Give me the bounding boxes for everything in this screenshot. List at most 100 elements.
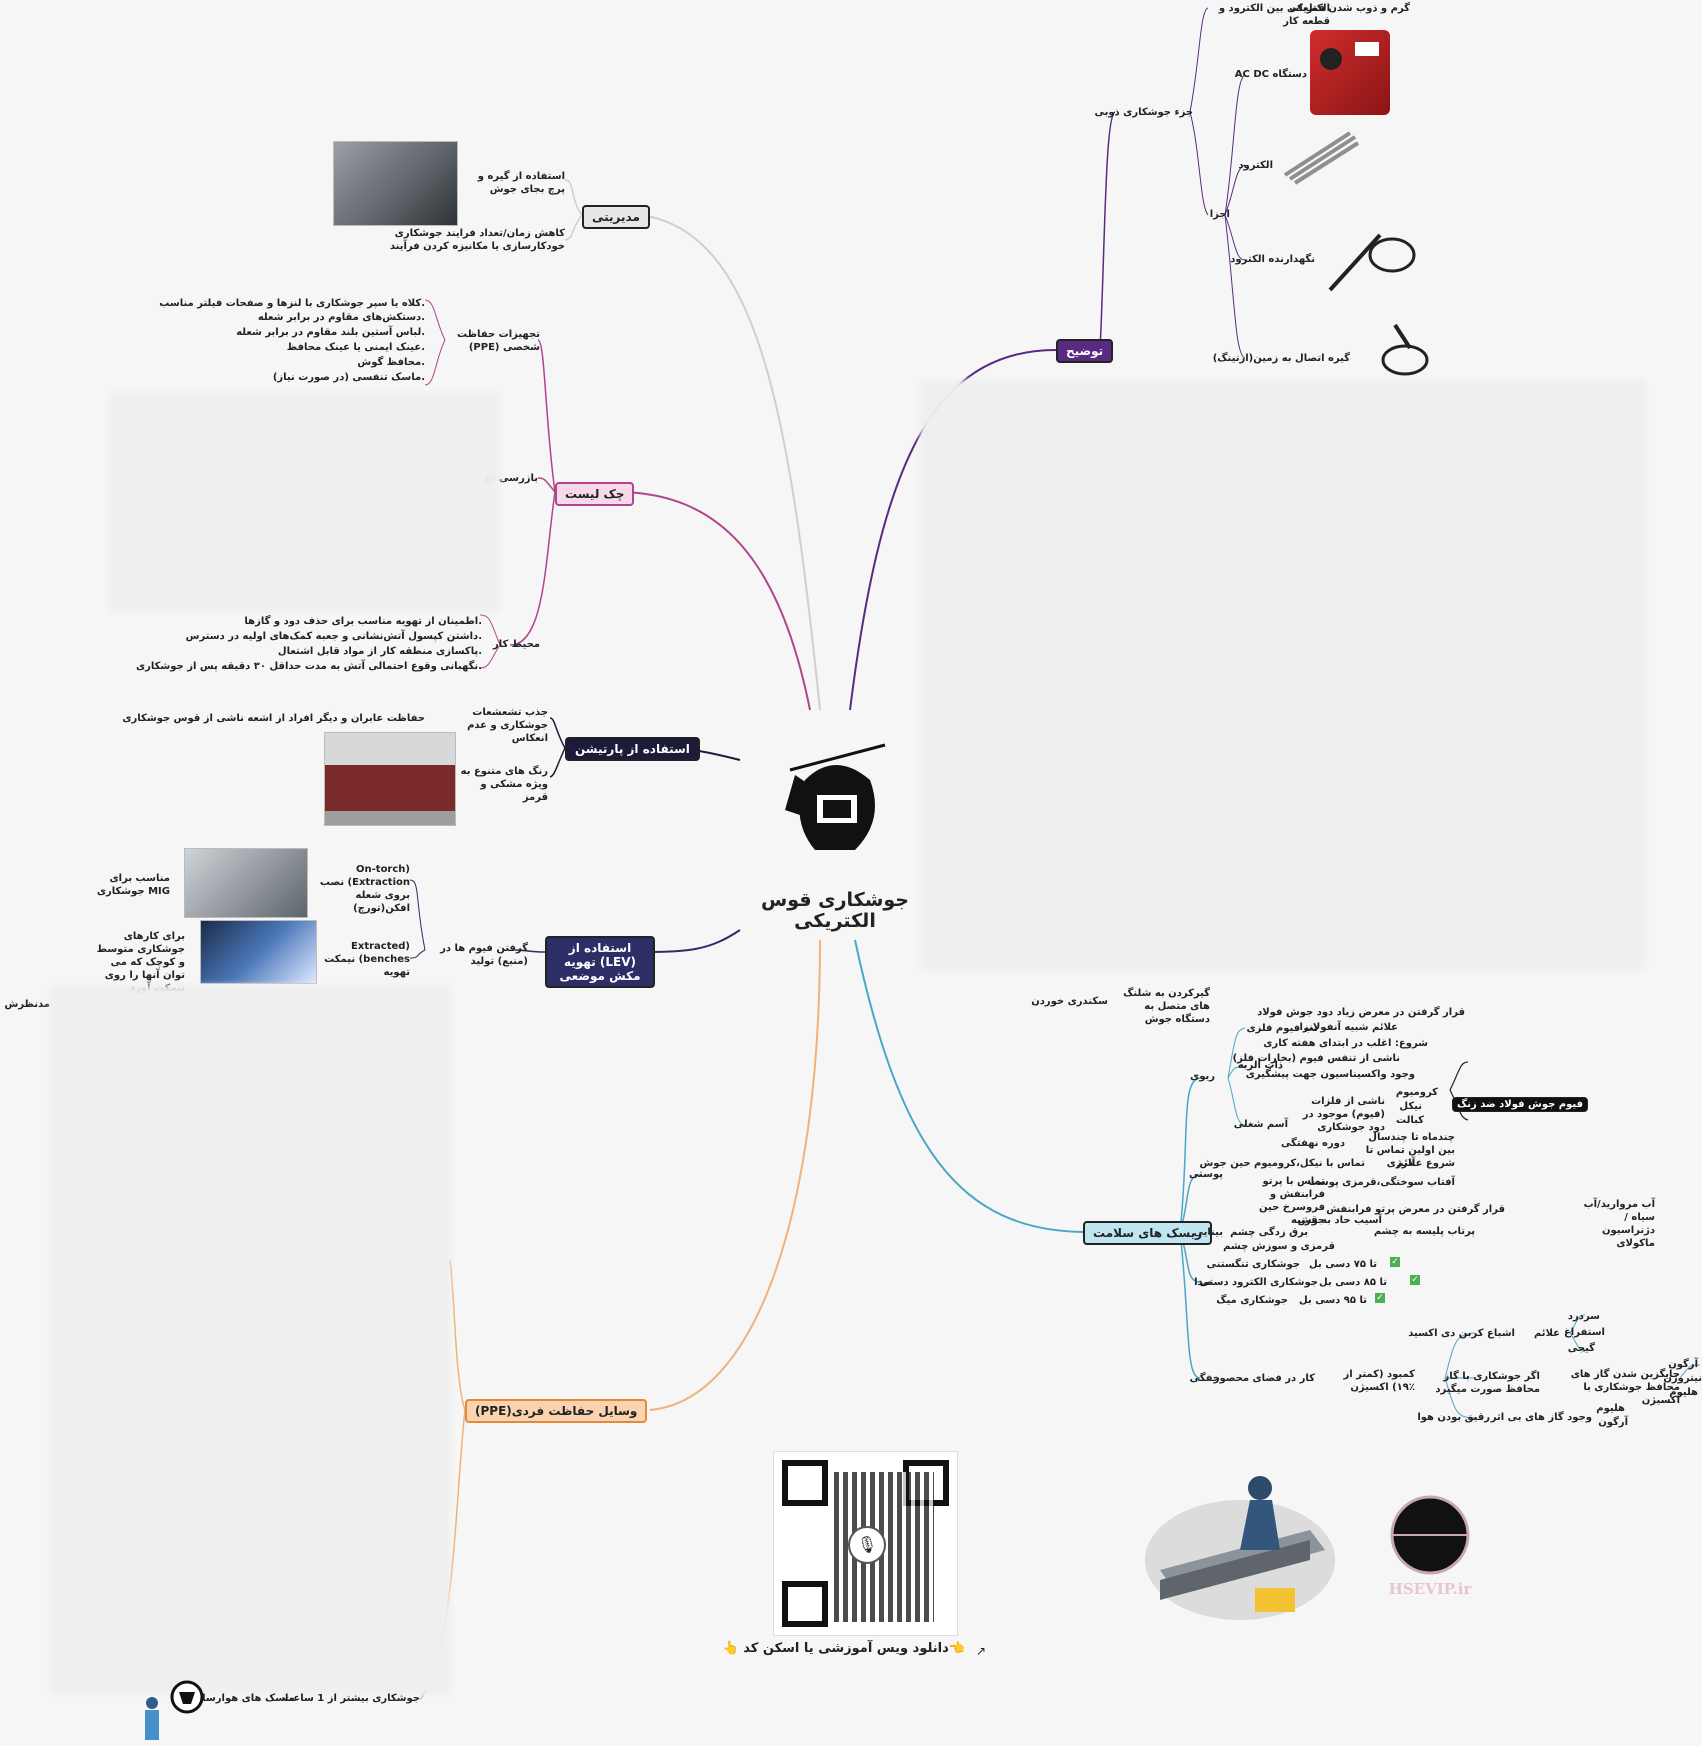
branch-management[interactable]: مدیریتی <box>582 205 650 229</box>
noise-tig-type: جوشکاری تنگستنی <box>1206 1259 1300 1270</box>
respirator-mask-icon <box>170 1680 204 1714</box>
health-eye: بینایی <box>1193 1227 1223 1238</box>
health-pneumonia: ذات الریه <box>1237 1060 1283 1071</box>
electrodes-image <box>1283 131 1360 185</box>
noise-mig-level: تا ۹۵ دسی بل <box>1299 1295 1367 1306</box>
branch-checklist[interactable]: چک لیست <box>555 482 635 506</box>
health-inert-gas-2: آرگون <box>1598 1417 1628 1428</box>
part-ac-dc: دستگاه AC DC <box>1234 69 1307 80</box>
health-cornea-item-1: قرار گرفتن در معرض پرتو فرابنفش <box>1326 1204 1505 1215</box>
description-secondary-note: سکندری خوردن <box>1031 996 1108 1007</box>
description-parts: اجزا <box>1209 209 1230 220</box>
description-intro: جزء جوشکاری ذوبی <box>1094 107 1193 118</box>
health-stainless-label: فیوم جوش فولاد ضد زنگ <box>1452 1097 1589 1112</box>
link-management <box>639 214 821 711</box>
checklist-ppe-item-5: .محافظ گوش <box>357 357 425 368</box>
torch-extraction-photo <box>184 848 308 918</box>
health-symptoms: علائم <box>1533 1328 1560 1339</box>
qr-code[interactable]: 🎙 <box>773 1451 958 1636</box>
worker-icon <box>145 1697 159 1740</box>
health-confined: کار در فضای محصور <box>1213 1373 1315 1384</box>
health-lung: ریوی <box>1190 1071 1215 1082</box>
check-icon: ✓ <box>1410 1275 1420 1285</box>
checklist-workplace-item-4: .نگهبانی وقوع احتمالی آتش به مدت حداقل ۳… <box>135 661 482 672</box>
health-skin-item-2: تماس با پرتو فرابنفش و فروسرخ حین جوش <box>1258 1176 1325 1226</box>
partition-item-1: جذب تشعشعات جوشکاری و عدم انعکاس <box>467 707 548 744</box>
health-skin-note-2: آفتاب سوختگی،قرمزی پوست <box>1308 1177 1455 1188</box>
management-item-1: استفاده از گیره و پرچ بجای جوش <box>477 171 565 195</box>
health-metal-2: نیکل <box>1399 1101 1422 1112</box>
health-symptom-1: سردرد <box>1567 1311 1600 1322</box>
health-cancer-cause: ناشی از فلزات (فیوم) موجود در دود جوشکار… <box>1302 1096 1385 1133</box>
welder-helmet-icon <box>785 743 886 850</box>
health-suffocation: خفگی <box>1189 1373 1220 1384</box>
external-link-icon[interactable]: ↗ <box>976 1644 987 1658</box>
health-skin: پوستی <box>1188 1169 1223 1180</box>
noise-mig-type: جوشکاری میگ <box>1216 1295 1288 1306</box>
download-text[interactable]: 👈دانلود ویس آموزشی یا اسکن کد 👆 <box>722 1641 965 1656</box>
link-lev <box>641 929 741 953</box>
lev-sub: گرفتن فیوم ها در (منبع) تولید <box>440 943 528 967</box>
health-pneumonia-item-2: وجود واکسیناسیون جهت پیشگیری <box>1245 1069 1415 1080</box>
link-ppe <box>649 939 821 1411</box>
health-shield-note: جایگزین شدن گاز های محافظ جوشکاری با اکس… <box>1570 1369 1680 1406</box>
health-eye-red: قرمزی و سوزش چشم <box>1223 1241 1335 1252</box>
branch-description[interactable]: توضیح <box>1056 339 1114 363</box>
noise-smaw-type: جوشکاری الکترود دستی <box>1199 1277 1318 1288</box>
part-electrode: الکترود <box>1238 160 1273 171</box>
blurred-region-checklist <box>110 392 500 612</box>
management-item-3: خودکارسازی یا مکانیزه کردن فرآیند <box>389 241 565 252</box>
health-co2: اشباع کربن دی اکسید <box>1408 1328 1515 1339</box>
health-noise: صدا <box>1194 1277 1213 1288</box>
checklist-workplace-item-2: .داشتن کپسول آتش‌نشانی و جعبه کمک‌های او… <box>185 631 482 642</box>
extraction-bench-photo <box>200 920 317 984</box>
health-symptom-2: استفراغ <box>1563 1327 1605 1338</box>
check-icon: ✓ <box>1390 1257 1400 1267</box>
link-checklist <box>611 490 811 711</box>
link-description <box>849 349 1057 711</box>
partition-item-1-note: حفاظت عابران و دیگر افراد از اشعه ناشی ا… <box>122 713 425 724</box>
central-topic[interactable]: جوشکاری قوس الکتریکی <box>760 889 909 932</box>
partition-item-2: رنگ های متنوع به ویژه مشکی و قرمز <box>460 766 548 803</box>
health-gas-3: هلیوم <box>1669 1387 1698 1398</box>
health-fever-item-2: علائم شبیه آنفولانزا <box>1299 1022 1398 1033</box>
checklist-ppe-item-1: .کلاه یا سپر جوشکاری با لنزها و صفحات فی… <box>159 298 425 309</box>
health-skin-item-1: تماس با نیکل،کرومیوم حین جوش <box>1199 1158 1365 1169</box>
ground-clamp-image <box>1381 323 1429 376</box>
blurred-region-ppe <box>50 985 450 1695</box>
health-latency: دوره نهفتگی <box>1280 1138 1345 1149</box>
branch-ppe[interactable]: وسایل حفاظت فردی(PPE) <box>465 1399 648 1423</box>
lev-on-torch-note: مناسب برای MIG جوشکاری <box>96 873 170 897</box>
brand-name: HSEVIP.ir <box>1388 1580 1472 1598</box>
health-inert: وجود گاز های بی اثر <box>1490 1412 1592 1423</box>
checklist-ppe: تجهیزات حفاظت شخصی (PPE) <box>457 329 540 353</box>
checklist-workplace-item-3: .پاکسازی منطقه کار از مواد قابل اشتعال <box>277 646 482 657</box>
health-pneumonia-item-1: ناشی از تنفس فیوم (بخارات فلز) <box>1232 1053 1400 1064</box>
blurred-region-description <box>920 380 1645 970</box>
noise-smaw-level: تا ۸۵ دسی بل <box>1319 1277 1387 1288</box>
welding-machine-image <box>1310 30 1390 115</box>
electrode-holder-image <box>1328 233 1416 292</box>
lev-on-torch: (On-torch Extraction) نصب بروی شعله افکن… <box>319 864 410 914</box>
health-gas-1: آرگون <box>1668 1359 1698 1370</box>
branch-lev[interactable]: استفاده از (LEV) تهویه مکش موضعی <box>545 936 655 988</box>
description-intro-note: گرم و ذوب شدن قطعات <box>1289 3 1410 14</box>
branch-health[interactable]: ریسک های سلامت <box>1083 1221 1213 1245</box>
health-cornea-item-2: پرتاب پلیسه به چشم <box>1373 1226 1475 1237</box>
health-fever-item-1: قرار گرفتن در معرض زیاد دود جوش فولاد <box>1257 1007 1465 1018</box>
checklist-workplace-item-1: .اطمینان از تهویه مناسب برای حذف دود و گ… <box>244 616 482 627</box>
noise-tig-level: تا ۷۵ دسی بل <box>1309 1259 1377 1270</box>
health-cornea-note: آب مروارید/آب سیاه / دژنراسیون ماکولای <box>1583 1199 1655 1249</box>
checklist-workplace: محیط کار <box>493 639 540 650</box>
branch-partition[interactable]: استفاده از پارتیشن <box>565 737 700 761</box>
ppe-bottom-note: ماسک های هوارسان <box>193 1693 295 1704</box>
brand-logo <box>1390 1495 1470 1575</box>
health-fever-item-3: شروع: اغلب در ابتدای هفته کاری <box>1263 1038 1428 1049</box>
health-symptom-3: گیجی <box>1567 1343 1595 1354</box>
part-electrode-holder: نگهدارنده الکترود <box>1230 254 1315 265</box>
health-oxygen: کمبود (کمتر از ٪۱۹) اکسیژن <box>1343 1369 1415 1393</box>
microphone-icon: 🎙 <box>848 1526 886 1564</box>
welder-illustration <box>1145 1476 1335 1620</box>
weld-photo <box>333 141 458 226</box>
part-ground-clamp: گیره اتصال به زمین(ارتینگ) <box>1212 353 1350 364</box>
